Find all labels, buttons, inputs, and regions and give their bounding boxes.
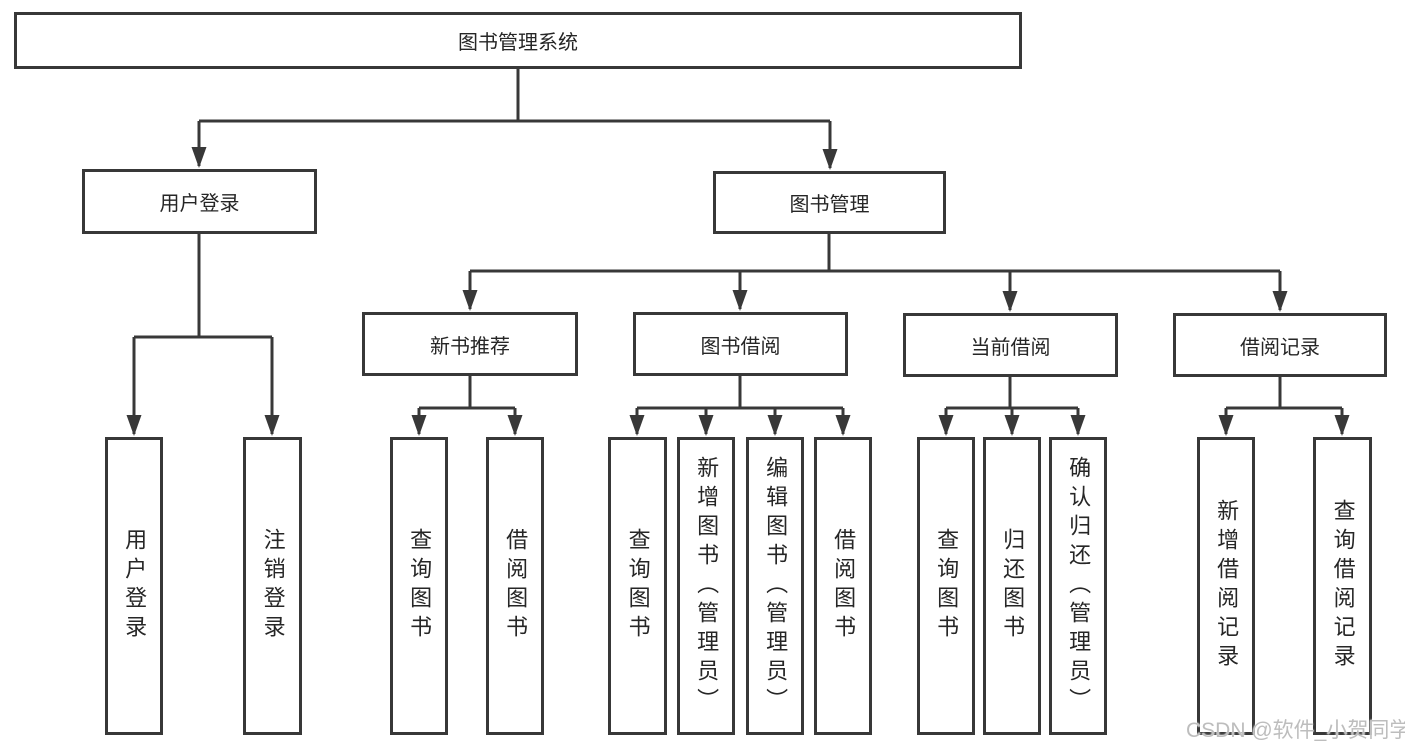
node-label: 图书借阅 (700, 335, 781, 358)
node-leaf-query-books-current: 查询图书 (917, 437, 975, 735)
arrow-down-icon (126, 415, 142, 436)
arrow-down-icon (767, 415, 783, 436)
csdn-watermark: CSDN @软件_小贺同学 (1186, 719, 1405, 742)
node-label: 图书管理 (789, 194, 870, 216)
node-leaf-add-borrow-record: 新增借阅记录 (1197, 437, 1255, 735)
node-leaf-query-books-recommendation: 查询图书 (390, 437, 448, 735)
node-label: 确认归还（管理员） (1066, 455, 1092, 717)
node-leaf-add-books-admin: 新增图书（管理员） (677, 437, 735, 735)
arrow-down-icon (191, 147, 207, 168)
arrow-down-icon (698, 415, 714, 436)
arrow-down-icon (822, 149, 838, 170)
arrow-down-icon (732, 290, 748, 311)
arrow-down-icon (835, 415, 851, 436)
arrow-down-icon (1004, 415, 1020, 436)
node-label: 查询图书 (625, 528, 651, 644)
node-new-book-recommendation: 新书推荐 (362, 312, 578, 376)
node-label: 借阅图书 (503, 528, 529, 644)
node-leaf-edit-books-admin: 编辑图书（管理员） (746, 437, 804, 735)
node-label: 注销登录 (260, 528, 286, 644)
node-label: 查询图书 (407, 528, 433, 644)
node-book-borrowing: 图书借阅 (633, 312, 848, 376)
node-label: 归还图书 (1000, 528, 1026, 644)
arrow-down-icon (507, 415, 523, 436)
node-label: 图书管理系统 (458, 32, 578, 54)
arrow-down-icon (629, 415, 645, 436)
node-leaf-borrow-books-recommendation: 借阅图书 (486, 437, 544, 735)
node-label: 新书推荐 (430, 335, 510, 358)
node-label: 借阅记录 (1240, 336, 1320, 359)
arrow-down-icon (411, 415, 427, 436)
node-label: 新增图书（管理员） (694, 455, 720, 717)
node-borrowing-records: 借阅记录 (1173, 313, 1387, 377)
arrow-down-icon (1272, 291, 1288, 312)
node-leaf-borrow-books: 借阅图书 (814, 437, 872, 735)
node-label: 用户登录 (159, 193, 240, 215)
arrow-down-icon (462, 290, 478, 311)
arrow-down-icon (264, 415, 280, 436)
node-leaf-query-books-borrowing: 查询图书 (608, 437, 667, 735)
node-leaf-return-books: 归还图书 (983, 437, 1041, 735)
node-label: 查询图书 (934, 528, 960, 644)
node-library-management-system: 图书管理系统 (14, 12, 1022, 69)
node-label: 编辑图书（管理员） (763, 455, 789, 717)
node-user-login: 用户登录 (82, 169, 317, 234)
node-current-borrowing: 当前借阅 (903, 313, 1118, 377)
node-label: 新增借阅记录 (1214, 499, 1240, 673)
node-label: 用户登录 (122, 528, 148, 644)
arrow-down-icon (1334, 415, 1350, 436)
arrow-down-icon (1070, 415, 1086, 436)
node-leaf-logout: 注销登录 (243, 437, 302, 735)
node-label: 借阅图书 (831, 528, 857, 644)
node-leaf-user-login: 用户登录 (105, 437, 163, 735)
node-book-management: 图书管理 (713, 171, 946, 234)
node-leaf-confirm-return-admin: 确认归还（管理员） (1049, 437, 1107, 735)
node-label: 查询借阅记录 (1330, 499, 1356, 673)
arrow-down-icon (1002, 291, 1018, 312)
node-leaf-query-borrow-record: 查询借阅记录 (1313, 437, 1372, 735)
node-label: 当前借阅 (970, 336, 1051, 359)
arrow-down-icon (938, 415, 954, 436)
arrow-down-icon (1218, 415, 1234, 436)
